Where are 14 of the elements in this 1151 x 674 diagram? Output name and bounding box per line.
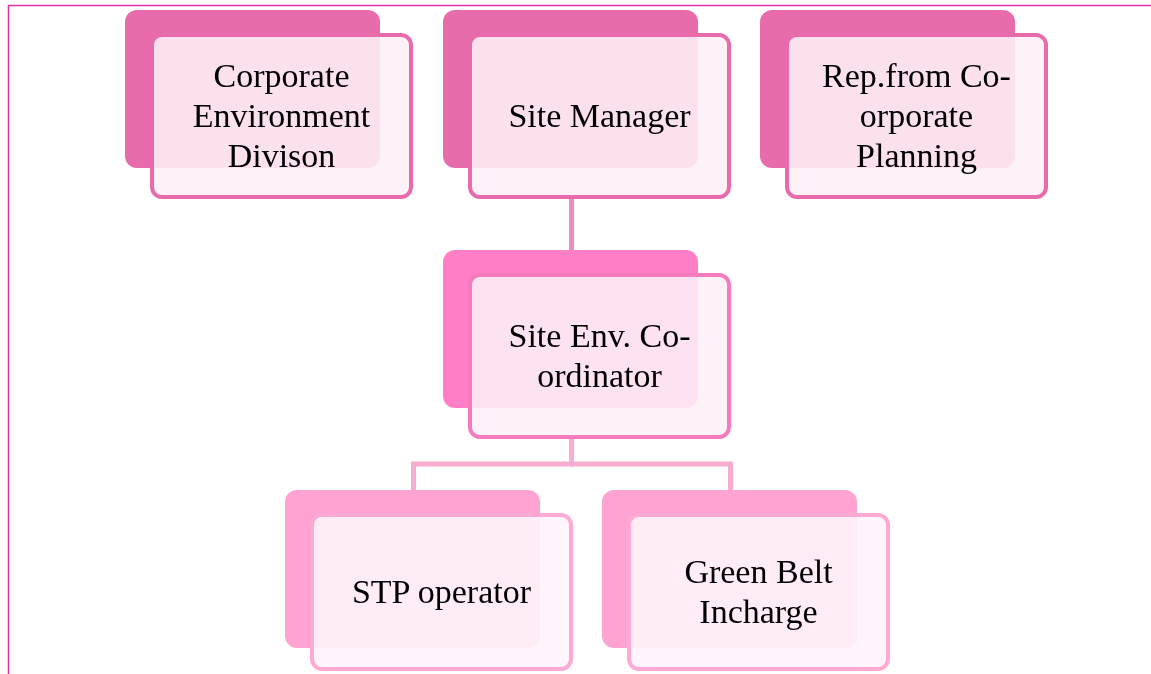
org-chart-box xyxy=(602,490,890,671)
box-label: Green Belt Incharge xyxy=(683,552,834,632)
org-chart-box xyxy=(285,490,573,671)
box-label: Site Manager xyxy=(507,96,692,136)
box-label: Rep.from Co-orporate Planning xyxy=(821,56,1012,176)
org-chart-box xyxy=(443,250,731,439)
org-chart-box xyxy=(443,10,731,199)
org-chart-box xyxy=(125,10,413,199)
org-chart-box xyxy=(760,10,1048,199)
connector-line xyxy=(569,199,574,250)
box-label: Corporate Environment Divison xyxy=(191,56,372,176)
box-label: STP operator xyxy=(350,572,533,612)
box-label: Site Env. Co-ordinator xyxy=(507,316,692,396)
connector-line xyxy=(569,439,733,490)
